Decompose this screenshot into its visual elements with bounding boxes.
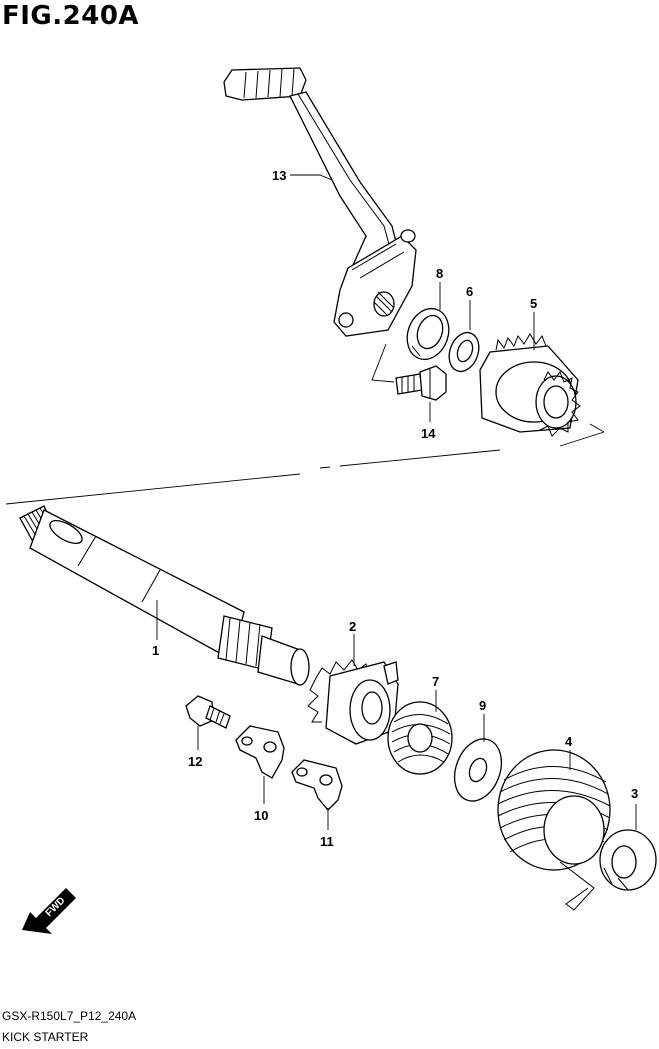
callout-9: 9 [479,698,486,713]
spring-part-7[interactable] [387,701,453,775]
callout-12: 12 [188,754,202,769]
bolt-part-14[interactable] [395,365,447,401]
spring-cap-part-3[interactable] [599,829,657,891]
callout-3: 3 [631,786,638,801]
oil-seal-part-8[interactable] [400,303,455,366]
callout-1: 1 [152,643,159,658]
callout-10: 10 [254,808,268,823]
callout-5: 5 [530,296,537,311]
callout-13: 13 [272,168,286,183]
bolt-part-12[interactable] [185,695,231,729]
figure-name: KICK STARTER [2,1030,89,1044]
plate-part-10[interactable] [235,725,285,779]
starter-gear-part-5[interactable] [479,333,581,437]
plate-part-11[interactable] [291,759,343,811]
callout-14: 14 [421,426,436,441]
return-spring-part-4[interactable] [497,749,611,911]
kick-shaft-part-1[interactable] [19,505,310,686]
callout-8: 8 [436,266,443,281]
washer-part-9[interactable] [446,732,509,807]
callout-2: 2 [349,619,356,634]
washer-part-6[interactable] [444,328,484,375]
fwd-arrow-icon: FWD [22,888,76,934]
assembly-reference-line [5,423,605,505]
callout-11: 11 [320,834,334,849]
figure-code: GSX-R150L7_P12_240A [2,1009,137,1023]
drive-gear-part-2[interactable] [307,659,399,745]
callout-6: 6 [466,284,473,299]
callout-7: 7 [432,674,439,689]
kick-lever-part-13[interactable] [223,67,417,337]
figure-title: FIG.240A [2,1,140,31]
callout-4: 4 [565,734,573,749]
